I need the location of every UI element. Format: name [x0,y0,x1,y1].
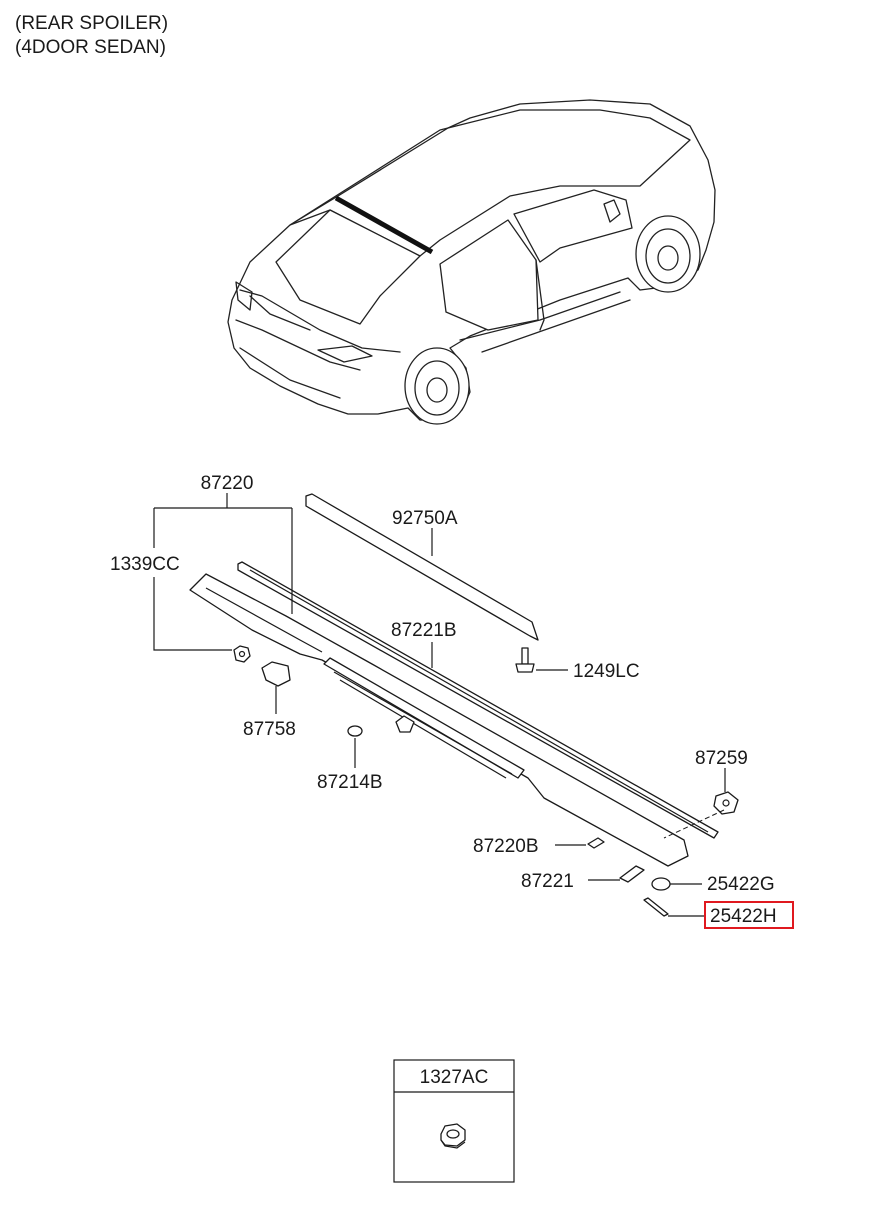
legend-box-label[interactable]: 1327AC [420,1067,489,1088]
label-87214B[interactable]: 87214B [317,772,383,793]
label-1249LC[interactable]: 1249LC [573,661,640,682]
hex-nut-icon [440,1123,466,1149]
car-illustration [227,99,716,425]
part-87220B-tape [587,837,605,849]
diagram-title-line-2: (4DOOR SEDAN) [15,37,166,58]
diagram-title-line-1: (REAR SPOILER) [15,13,169,34]
label-25422H[interactable]: 25422H [710,906,777,927]
part-87220-spoiler-body [189,573,689,867]
label-87758[interactable]: 87758 [243,719,296,740]
part-25422H-pin [643,897,669,917]
part-1339CC-nut [233,645,251,663]
label-87220B[interactable]: 87220B [473,836,539,857]
part-87221-tape [619,865,645,883]
part-1249LC-screw [515,647,535,673]
label-87259[interactable]: 87259 [695,748,748,769]
front-wheel [635,215,701,293]
label-1339CC[interactable]: 1339CC [110,554,180,575]
part-lamp-strip [323,657,525,779]
label-87221B[interactable]: 87221B [391,620,457,641]
part-lamp-connector [395,715,415,733]
part-25422G-grommet [651,877,671,891]
part-87259-nut [713,791,739,815]
rear-spoiler-strip [334,195,434,255]
rear-wheel [404,347,470,425]
highlight-box-25422H [704,901,794,929]
part-87214B-pad [347,725,363,737]
rear-window [275,209,421,325]
legend-box-1327AC: 1327AC [393,1059,515,1183]
label-87221[interactable]: 87221 [521,871,574,892]
label-92750A[interactable]: 92750A [392,508,458,529]
label-25422G[interactable]: 25422G [707,874,775,895]
front-side-window [513,189,633,263]
part-87758-clip [261,661,291,687]
label-87220[interactable]: 87220 [201,473,254,494]
part-92750A-strip [305,493,539,641]
